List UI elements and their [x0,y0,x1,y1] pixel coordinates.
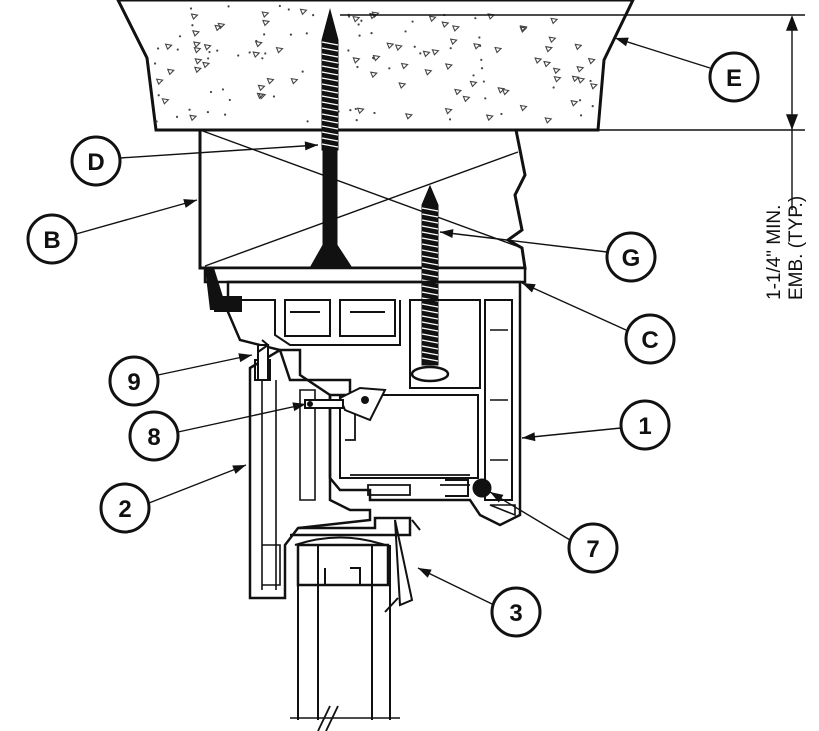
callout-b: B [26,213,78,265]
frame-profile [226,280,522,527]
callout-7-label: 7 [586,536,599,563]
callout-8: 8 [128,410,180,462]
sash-profile [248,348,372,600]
callout-3: 3 [490,586,542,638]
concrete-substrate [116,0,635,132]
callout-3-label: 3 [509,600,522,627]
callout-g-label: G [622,245,641,272]
embedment-dimension: 1-1/4" MIN. EMB. (TYP.) [764,196,807,300]
roller-bead [445,478,492,498]
callout-c-label: C [641,327,658,354]
callout-8-label: 8 [147,424,160,451]
dimension-line-1: 1-1/4" MIN. [764,205,785,300]
callout-e: E [708,51,760,103]
callout-d: D [70,135,122,187]
callout-7: 7 [567,522,619,574]
locking-hardware [304,386,387,422]
leader-lines [75,37,711,605]
callout-b-label: B [43,227,60,254]
sealant-strip [203,266,527,312]
callout-9-label: 9 [127,369,140,396]
callout-2-label: 2 [118,496,131,523]
screw-d [309,8,353,269]
dimension-line-2: EMB. (TYP.) [786,196,807,300]
wood-buck [198,129,527,270]
callout-2: 2 [99,482,151,534]
dimension-lines [340,14,805,210]
callout-1: 1 [619,399,671,451]
screw-g [410,184,450,383]
callout-g: G [605,231,657,283]
callout-1-label: 1 [638,413,651,440]
callout-d-label: D [87,149,104,176]
glazing-unit [290,516,421,731]
callout-c: C [624,313,676,365]
callout-e-label: E [726,65,742,92]
weep-clip [257,339,270,381]
concrete-aggregate [153,4,598,124]
callout-9: 9 [108,355,160,407]
